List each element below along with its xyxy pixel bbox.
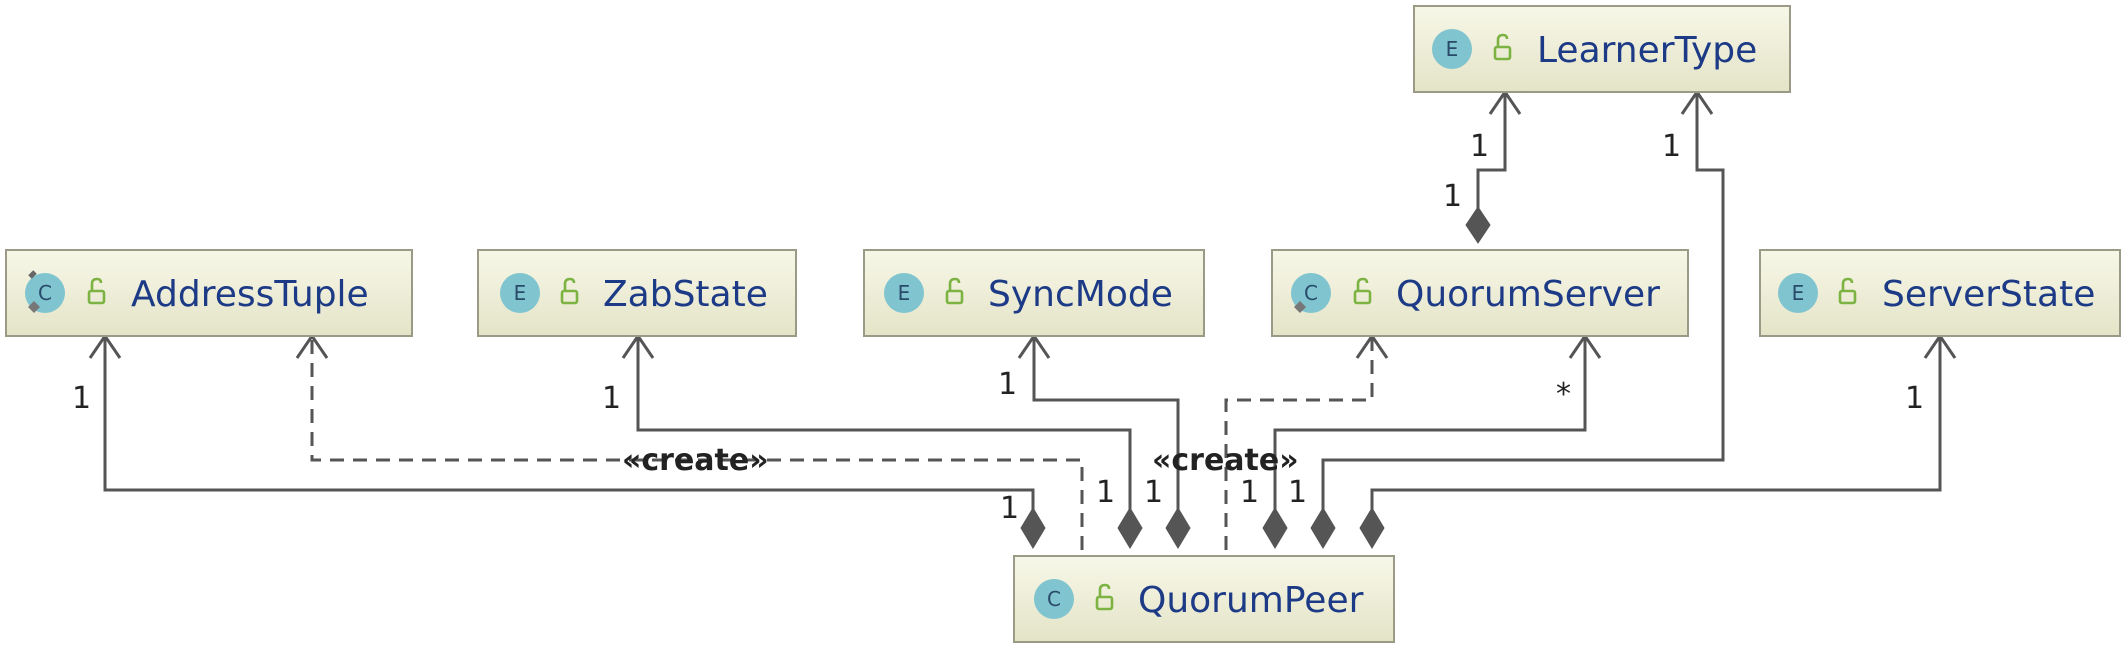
node-addresstuple[interactable]: C AddressTuple xyxy=(5,249,413,337)
multiplicity-label: 1 xyxy=(1000,491,1019,526)
composition-diamond xyxy=(1465,206,1491,244)
class-icon: C xyxy=(1034,579,1074,619)
composition-diamond xyxy=(1117,507,1143,549)
edge-quorumpeer-zabstate[interactable] xyxy=(621,333,1143,549)
enum-icon: E xyxy=(1778,273,1818,313)
edge-quorumpeer-syncmode[interactable] xyxy=(1017,333,1191,549)
class-name: QuorumServer xyxy=(1396,274,1660,315)
composition-diamond xyxy=(1020,507,1046,549)
node-quorumserver[interactable]: C QuorumServer xyxy=(1271,249,1689,337)
node-quorumpeer[interactable]: C QuorumPeer xyxy=(1013,555,1395,643)
node-serverstate[interactable]: E ServerState xyxy=(1759,249,2121,337)
multiplicity-label: 1 xyxy=(1443,179,1462,214)
multiplicity-label: 1 xyxy=(602,381,621,416)
public-lock-icon xyxy=(1493,33,1512,61)
create-stereotype-label: «create» xyxy=(1152,443,1299,478)
multiplicity-label: 1 xyxy=(1288,475,1307,510)
multiplicity-label: 1 xyxy=(1662,129,1681,164)
svg-text:C: C xyxy=(1047,587,1061,611)
node-learnertype[interactable]: E LearnerType xyxy=(1413,5,1791,93)
public-lock-icon xyxy=(1353,277,1372,305)
edge-quorumpeer-serverstate[interactable] xyxy=(1359,333,1957,549)
multiplicity-label: 1 xyxy=(998,367,1017,402)
class-name: ServerState xyxy=(1882,274,2095,315)
composition-diamond xyxy=(1165,507,1191,549)
composition-diamond xyxy=(1310,507,1336,549)
class-icon: C xyxy=(25,270,65,313)
class-name: QuorumPeer xyxy=(1138,580,1364,621)
public-lock-icon xyxy=(560,277,579,305)
class-name: SyncMode xyxy=(988,274,1173,315)
svg-text:E: E xyxy=(1792,281,1805,305)
public-lock-icon xyxy=(1095,583,1114,611)
create-stereotype-label: «create» xyxy=(622,443,769,478)
enum-icon: E xyxy=(1432,29,1472,69)
enum-icon: E xyxy=(500,273,540,313)
multiplicity-label: 1 xyxy=(1240,475,1259,510)
multiplicity-label: 1 xyxy=(1096,475,1115,510)
multiplicity-label: 1 xyxy=(1470,129,1489,164)
enum-icon: E xyxy=(884,273,924,313)
class-name: AddressTuple xyxy=(131,274,369,315)
svg-text:C: C xyxy=(38,281,52,305)
multiplicity-label: 1 xyxy=(1905,381,1924,416)
edge-quorumpeer-quorumserver[interactable] xyxy=(1262,333,1602,549)
node-syncmode[interactable]: E SyncMode xyxy=(863,249,1205,337)
class-name: LearnerType xyxy=(1537,30,1757,71)
multiplicity-label: * xyxy=(1556,377,1571,412)
svg-text:E: E xyxy=(1446,37,1459,61)
class-name: ZabState xyxy=(603,274,768,315)
multiplicity-label: 1 xyxy=(72,381,91,416)
composition-diamond xyxy=(1262,507,1288,549)
class-icon: C xyxy=(1291,273,1331,313)
public-lock-icon xyxy=(1838,277,1857,305)
node-zabstate[interactable]: E ZabState xyxy=(477,249,797,337)
svg-text:E: E xyxy=(898,281,911,305)
edge-quorumpeer-learnertype[interactable] xyxy=(1310,89,1725,549)
svg-text:C: C xyxy=(1304,281,1318,305)
public-lock-icon xyxy=(87,277,106,305)
edge-quorumpeer-addresstuple[interactable] xyxy=(88,333,1046,549)
svg-text:E: E xyxy=(514,281,527,305)
edge-quorumserver-learnertype[interactable] xyxy=(1465,89,1522,244)
public-lock-icon xyxy=(945,277,964,305)
multiplicity-label: 1 xyxy=(1144,475,1163,510)
composition-diamond xyxy=(1359,507,1385,549)
